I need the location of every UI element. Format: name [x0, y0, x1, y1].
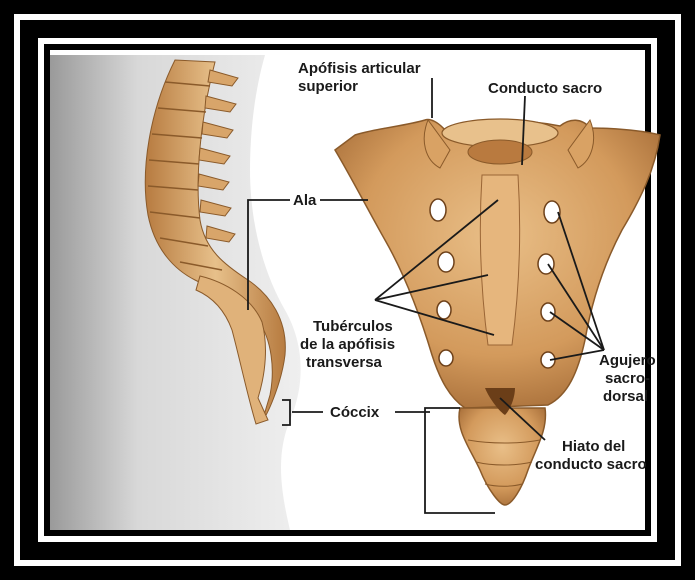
label-agujero-line2: sacro-: [605, 370, 650, 387]
label-hiato-line2: conducto sacro: [535, 456, 647, 473]
label-ala: Ala: [293, 192, 316, 209]
label-apofisis-articular-line1: Apófisis articular: [298, 60, 421, 77]
label-coccix: Cóccix: [330, 404, 379, 421]
label-apofisis-articular-line2: superior: [298, 78, 358, 95]
label-agujero-line1: Agujero: [599, 352, 656, 369]
label-agujero-line3: dorsal: [603, 388, 648, 405]
label-tuberculos-line3: transversa: [306, 354, 382, 371]
label-conducto-sacro: Conducto sacro: [488, 80, 602, 97]
label-tuberculos-line2: de la apófisis: [300, 336, 395, 353]
label-hiato-line1: Hiato del: [562, 438, 625, 455]
label-tuberculos-line1: Tubérculos: [313, 318, 393, 335]
